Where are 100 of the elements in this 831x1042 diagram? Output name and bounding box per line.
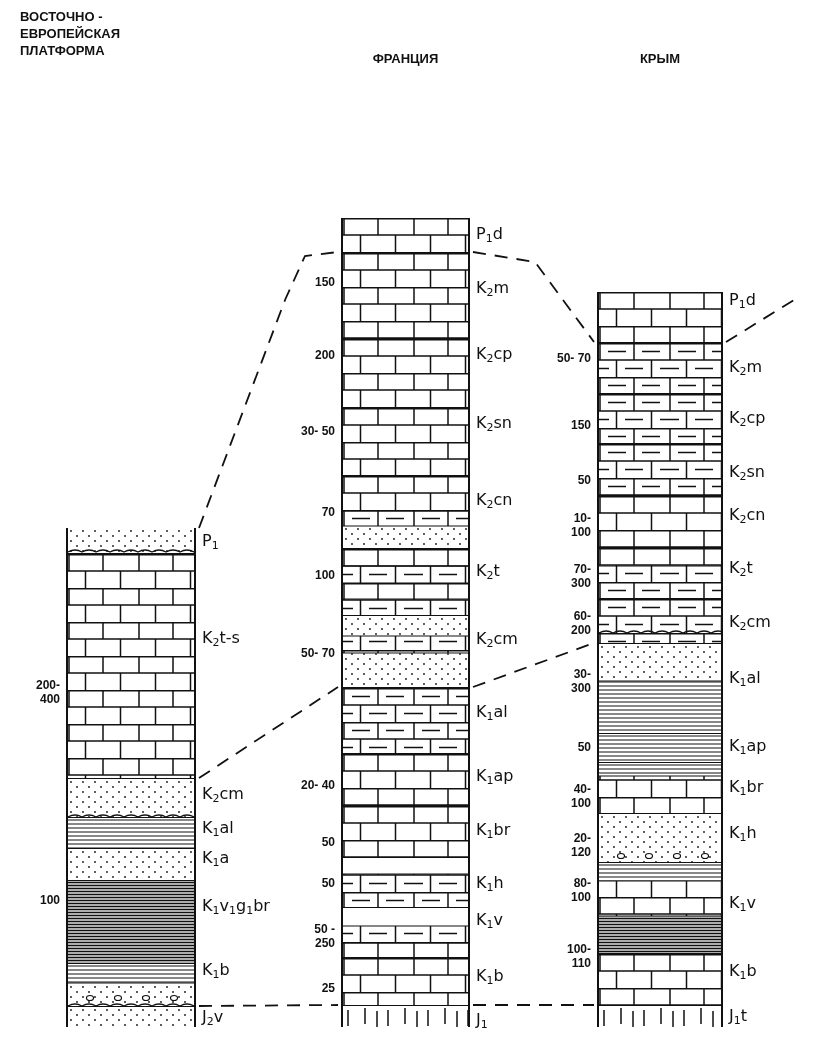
stage-index: P$_{1}$d	[476, 224, 503, 247]
rock-layer	[68, 848, 194, 880]
rock-layer	[68, 778, 194, 817]
rock-layer	[343, 1005, 468, 1027]
stage-index: J$_{1}$	[476, 1010, 488, 1033]
rock-layer	[68, 963, 194, 1006]
rock-layer	[68, 817, 194, 848]
stage-index: K$_{1}$ap	[729, 736, 767, 759]
thickness-value: 150	[569, 418, 591, 432]
strata-column	[341, 218, 470, 1027]
rock-layer	[343, 548, 468, 615]
stage-index: K$_{2}$t-s	[202, 628, 240, 651]
stage-index: K$_{1}$br	[729, 777, 764, 800]
column-heading: КРЫМ	[638, 50, 682, 67]
rock-layer	[343, 218, 468, 252]
thickness-value: 40- 100	[569, 782, 591, 810]
stage-index: K$_{1}$b	[729, 961, 757, 984]
thickness-value: 60- 200	[569, 609, 591, 637]
stage-index: K$_{2}$cp	[729, 408, 766, 431]
stage-index: J$_{1}$t	[729, 1006, 747, 1029]
rock-layer	[599, 953, 721, 1005]
rock-layer	[343, 805, 468, 857]
rock-layer	[68, 553, 194, 778]
stage-index: K$_{1}$v	[476, 910, 503, 933]
stage-index: K$_{2}$cm	[729, 612, 771, 635]
rock-layer	[599, 292, 721, 342]
stage-index: K$_{1}$br	[476, 820, 511, 843]
rock-layer	[343, 615, 468, 687]
thickness-value: 150	[313, 275, 335, 289]
thickness-value: 30- 300	[569, 667, 591, 695]
column-heading: ФРАНЦИЯ	[371, 50, 440, 67]
stage-index: K$_{2}$t	[476, 561, 500, 584]
stage-index: K$_{2}$m	[729, 357, 763, 380]
thickness-value: 70- 300	[569, 562, 591, 590]
rock-layer	[599, 547, 721, 598]
correlation-line	[198, 686, 339, 779]
stage-index: K$_{1}$al	[476, 702, 508, 725]
thickness-value: 70	[320, 505, 335, 519]
stage-index: K$_{2}$sn	[729, 462, 765, 485]
stage-index: K$_{2}$cm	[202, 784, 244, 807]
correlation-line	[725, 299, 795, 343]
thickness-value: 50	[320, 876, 335, 890]
rock-layer	[599, 342, 721, 393]
stage-index: K$_{2}$m	[476, 278, 510, 301]
rock-layer	[343, 753, 468, 805]
thickness-value: 200- 400	[34, 678, 60, 706]
stage-index: K$_{1}$h	[729, 823, 757, 846]
stage-index: K$_{1}$h	[476, 873, 504, 896]
stage-index: K$_{2}$cm	[476, 629, 518, 652]
rock-layer	[343, 687, 468, 753]
thickness-value: 20- 40	[299, 778, 335, 792]
thickness-value: 200	[313, 348, 335, 362]
rock-layer	[599, 862, 721, 953]
stage-index: P$_{1}$d	[729, 290, 756, 313]
thickness-value: 20- 120	[569, 831, 591, 859]
stage-index: K$_{1}$v	[729, 893, 756, 916]
rock-layer	[599, 393, 721, 443]
rock-layer	[599, 1005, 721, 1027]
thickness-value: 80- 100	[569, 876, 591, 904]
stage-index: K$_{2}$sn	[476, 413, 512, 436]
stage-index: J$_{2}$v	[202, 1007, 224, 1030]
stage-index: K$_{1}$v$_{1}$g$_{1}$br	[202, 896, 270, 919]
stage-index: K$_{1}$b	[202, 960, 230, 983]
stage-index: K$_{1}$ap	[476, 766, 514, 789]
thickness-value: 50	[320, 835, 335, 849]
correlation-line	[198, 1004, 339, 1007]
strata-column	[597, 292, 723, 1027]
rock-layer	[599, 762, 721, 813]
rock-layer	[599, 813, 721, 862]
stage-index: K$_{1}$al	[729, 668, 761, 691]
stage-index: K$_{1}$a	[202, 848, 230, 871]
rock-layer	[68, 528, 194, 553]
rock-layer	[599, 643, 721, 733]
thickness-value: 50- 70	[299, 646, 335, 660]
thickness-value: 30- 50	[299, 424, 335, 438]
thickness-value: 10- 100	[569, 511, 591, 539]
rock-layer	[343, 907, 468, 957]
thickness-value: 50	[576, 473, 591, 487]
thickness-value: 100- 110	[565, 942, 591, 970]
thickness-value: 25	[320, 981, 335, 995]
rock-layer	[599, 598, 721, 643]
stage-index: K$_{2}$cn	[476, 490, 513, 513]
stage-index: K$_{2}$cn	[729, 505, 766, 528]
thickness-value: 50- 70	[555, 351, 591, 365]
stage-index: K$_{1}$al	[202, 818, 234, 841]
stage-index: K$_{1}$b	[476, 966, 504, 989]
rock-layer	[343, 857, 468, 907]
rock-layer	[343, 407, 468, 475]
stage-index: K$_{2}$t	[729, 558, 753, 581]
thickness-value: 100	[38, 893, 60, 907]
rock-layer	[68, 1006, 194, 1027]
thickness-value: 100	[313, 568, 335, 582]
stage-index: P$_{1}$	[202, 531, 219, 554]
column-heading: ВОСТОЧНО - ЕВРОПЕЙСКАЯ ПЛАТФОРМА	[20, 8, 122, 59]
thickness-value: 50	[576, 740, 591, 754]
thickness-value: 50 - 250	[313, 922, 335, 950]
rock-layer	[343, 475, 468, 548]
correlation-line	[472, 251, 595, 343]
stage-index: K$_{2}$cp	[476, 344, 513, 367]
rock-layer	[599, 443, 721, 495]
